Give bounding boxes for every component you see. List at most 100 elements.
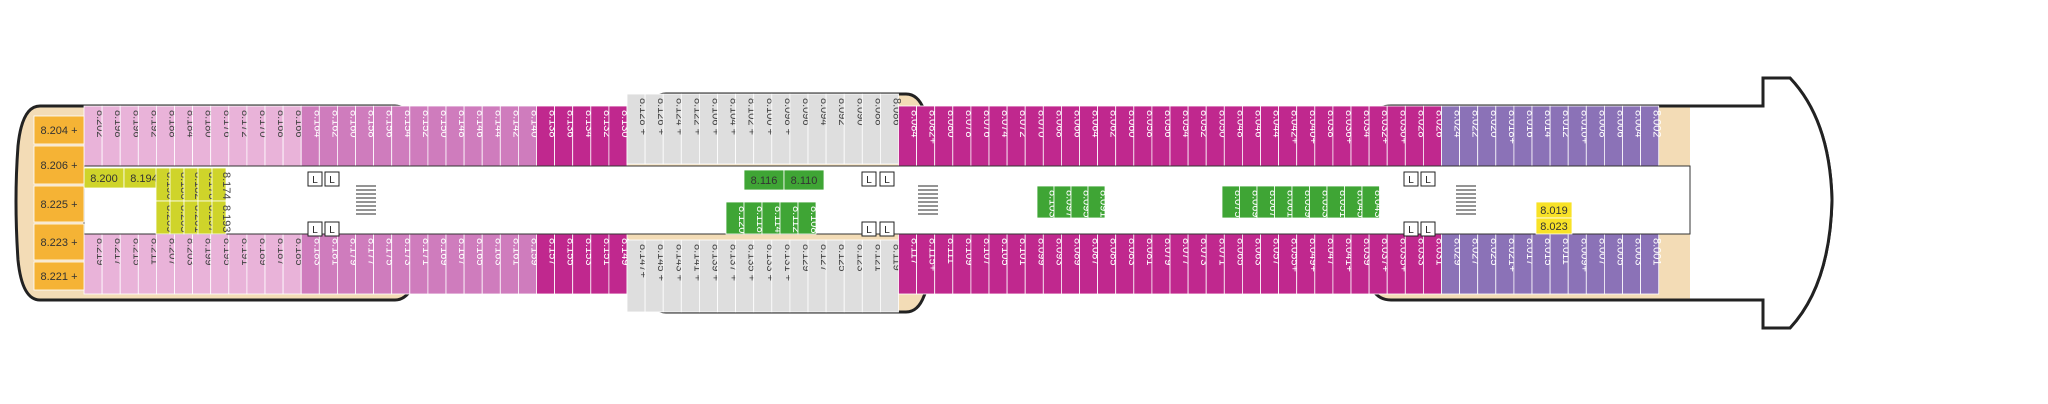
cabin-box: [783, 169, 825, 191]
cabin-label: 8.221 +: [40, 271, 77, 283]
cabin-label: 8.002: [1651, 110, 1663, 138]
cabin-label: 8.204 +: [40, 125, 77, 137]
inner-cabin-8-120[interactable]: 8.120: [725, 201, 748, 235]
lift-box: [861, 221, 877, 237]
stairwell-icon: [356, 185, 376, 215]
cabin-box: [1087, 185, 1106, 219]
lift-label: L: [312, 225, 318, 236]
cabin-label: 8.108: [808, 206, 820, 234]
cabin-label: 8.091: [1098, 190, 1110, 218]
bow-open-deck: [1690, 78, 1832, 328]
lift-label: L: [866, 225, 872, 236]
cabin-box: [33, 115, 85, 145]
cabin-label: 8.194: [130, 173, 158, 185]
lift-box: [879, 171, 895, 187]
inner-cabin-8-108[interactable]: 8.108: [797, 201, 820, 235]
cabin-label: 8.019: [1540, 205, 1568, 217]
inner-cabins: 8.2008.1948.1908.1868.1828.1788.1748.209…: [83, 167, 1573, 235]
aft-suites: 8.204 + 8.206 + 8.225 + 8.223 + 8.221 +: [33, 115, 85, 291]
inner-cabin-8-193[interactable]: 8.193: [211, 200, 232, 235]
stairwell-icon: [1456, 185, 1476, 215]
lift-icon: L: [1403, 221, 1419, 237]
cabin-label: 8.110: [791, 175, 818, 187]
lift-icon: L: [324, 221, 340, 237]
bottom-cabin-8-057[interactable]: 8.057: [1260, 233, 1283, 295]
bow-outline: [1690, 76, 1834, 330]
cabin-box: [33, 185, 85, 223]
inner-cabin-8-091[interactable]: 8.091: [1087, 185, 1110, 219]
lift-icon: L: [307, 221, 323, 237]
cabin-label: 8.116: [751, 175, 778, 187]
lift-box: [324, 171, 340, 187]
cabin-box: [797, 201, 817, 235]
bottom-cabin-8-001[interactable]: 8.001: [1640, 233, 1663, 295]
inner-cabin-8-110[interactable]: 8.110: [783, 169, 825, 191]
cabin-label: 8.193: [220, 205, 232, 233]
lift-label: L: [884, 225, 890, 236]
lift-box: [861, 171, 877, 187]
aft-cabin-8-221[interactable]: 8.221 +: [33, 261, 85, 291]
inner-cabin-8-114[interactable]: 8.114: [761, 201, 784, 235]
inner-cabin-8-023[interactable]: 8.023: [1535, 217, 1573, 235]
lift-label: L: [866, 175, 872, 186]
lift-label: L: [329, 175, 335, 186]
lift-label: L: [1408, 175, 1414, 186]
aft-cabin-8-223[interactable]: 8.223 +: [33, 223, 85, 261]
inner-cabin-8-174[interactable]: 8.174: [211, 167, 232, 202]
aft-cabin-8-204[interactable]: 8.204 +: [33, 115, 85, 145]
lift-box: [1420, 171, 1436, 187]
inner-cabin-8-019[interactable]: 8.019: [1535, 201, 1573, 219]
lift-icon: L: [861, 171, 877, 187]
bottom-cabin-8-125[interactable]: 8.125: [825, 239, 848, 313]
inner-cabin-8-194[interactable]: 8.194: [123, 167, 165, 189]
lift-label: L: [312, 175, 318, 186]
cabin-label: 8.206 +: [40, 160, 77, 172]
lift-box: [1403, 221, 1419, 237]
cabin-label: 8.174: [220, 172, 232, 200]
lift-label: L: [884, 175, 890, 186]
inner-cabin-8-200[interactable]: 8.200: [83, 167, 125, 189]
cabin-label: 8.001: [1651, 238, 1663, 266]
aft-cabin-8-206[interactable]: 8.206 +: [33, 145, 85, 185]
lift-box: [1420, 221, 1436, 237]
lift-label: L: [1425, 175, 1431, 186]
lift-icon: L: [1420, 171, 1436, 187]
cabin-box: [1535, 217, 1573, 235]
top-cabin-8-076[interactable]: 8.076: [970, 105, 993, 167]
inner-cabin-8-116[interactable]: 8.116: [743, 169, 785, 191]
lift-box: [324, 221, 340, 237]
lift-icon: L: [1420, 221, 1436, 237]
cabin-box: [1361, 185, 1380, 219]
cabin-label: 8.200: [90, 173, 118, 185]
top-cabin-8-002[interactable]: 8.002: [1640, 105, 1663, 167]
lift-icon: L: [1403, 171, 1419, 187]
lift-box: [879, 221, 895, 237]
cabin-box: [33, 261, 85, 291]
lift-label: L: [1425, 225, 1431, 236]
top-cabin-8-058[interactable]: 8.058: [1133, 105, 1156, 167]
cabin-box: [211, 200, 227, 235]
top-cabin-8-008[interactable]: 8.008: [1585, 105, 1608, 167]
lift-box: [307, 171, 323, 187]
stairwell-icon: [918, 185, 938, 215]
cabin-box: [33, 145, 85, 185]
cabin-box: [33, 223, 85, 261]
lift-label: L: [1408, 225, 1414, 236]
lift-icon: L: [861, 221, 877, 237]
cabin-label: 8.043: [1372, 190, 1384, 218]
inner-cabin-8-043[interactable]: 8.043: [1361, 185, 1384, 219]
lift-icon: L: [324, 171, 340, 187]
cabin-label: 8.223 +: [40, 237, 77, 249]
cabin-label: 8.225 +: [40, 199, 77, 211]
lift-box: [1403, 171, 1419, 187]
aft-cabin-8-225[interactable]: 8.225 +: [33, 185, 85, 223]
lift-label: L: [329, 225, 335, 236]
cabin-label: 8.023: [1540, 221, 1568, 233]
lift-icon: L: [879, 221, 895, 237]
lift-box: [307, 221, 323, 237]
lift-icon: L: [307, 171, 323, 187]
